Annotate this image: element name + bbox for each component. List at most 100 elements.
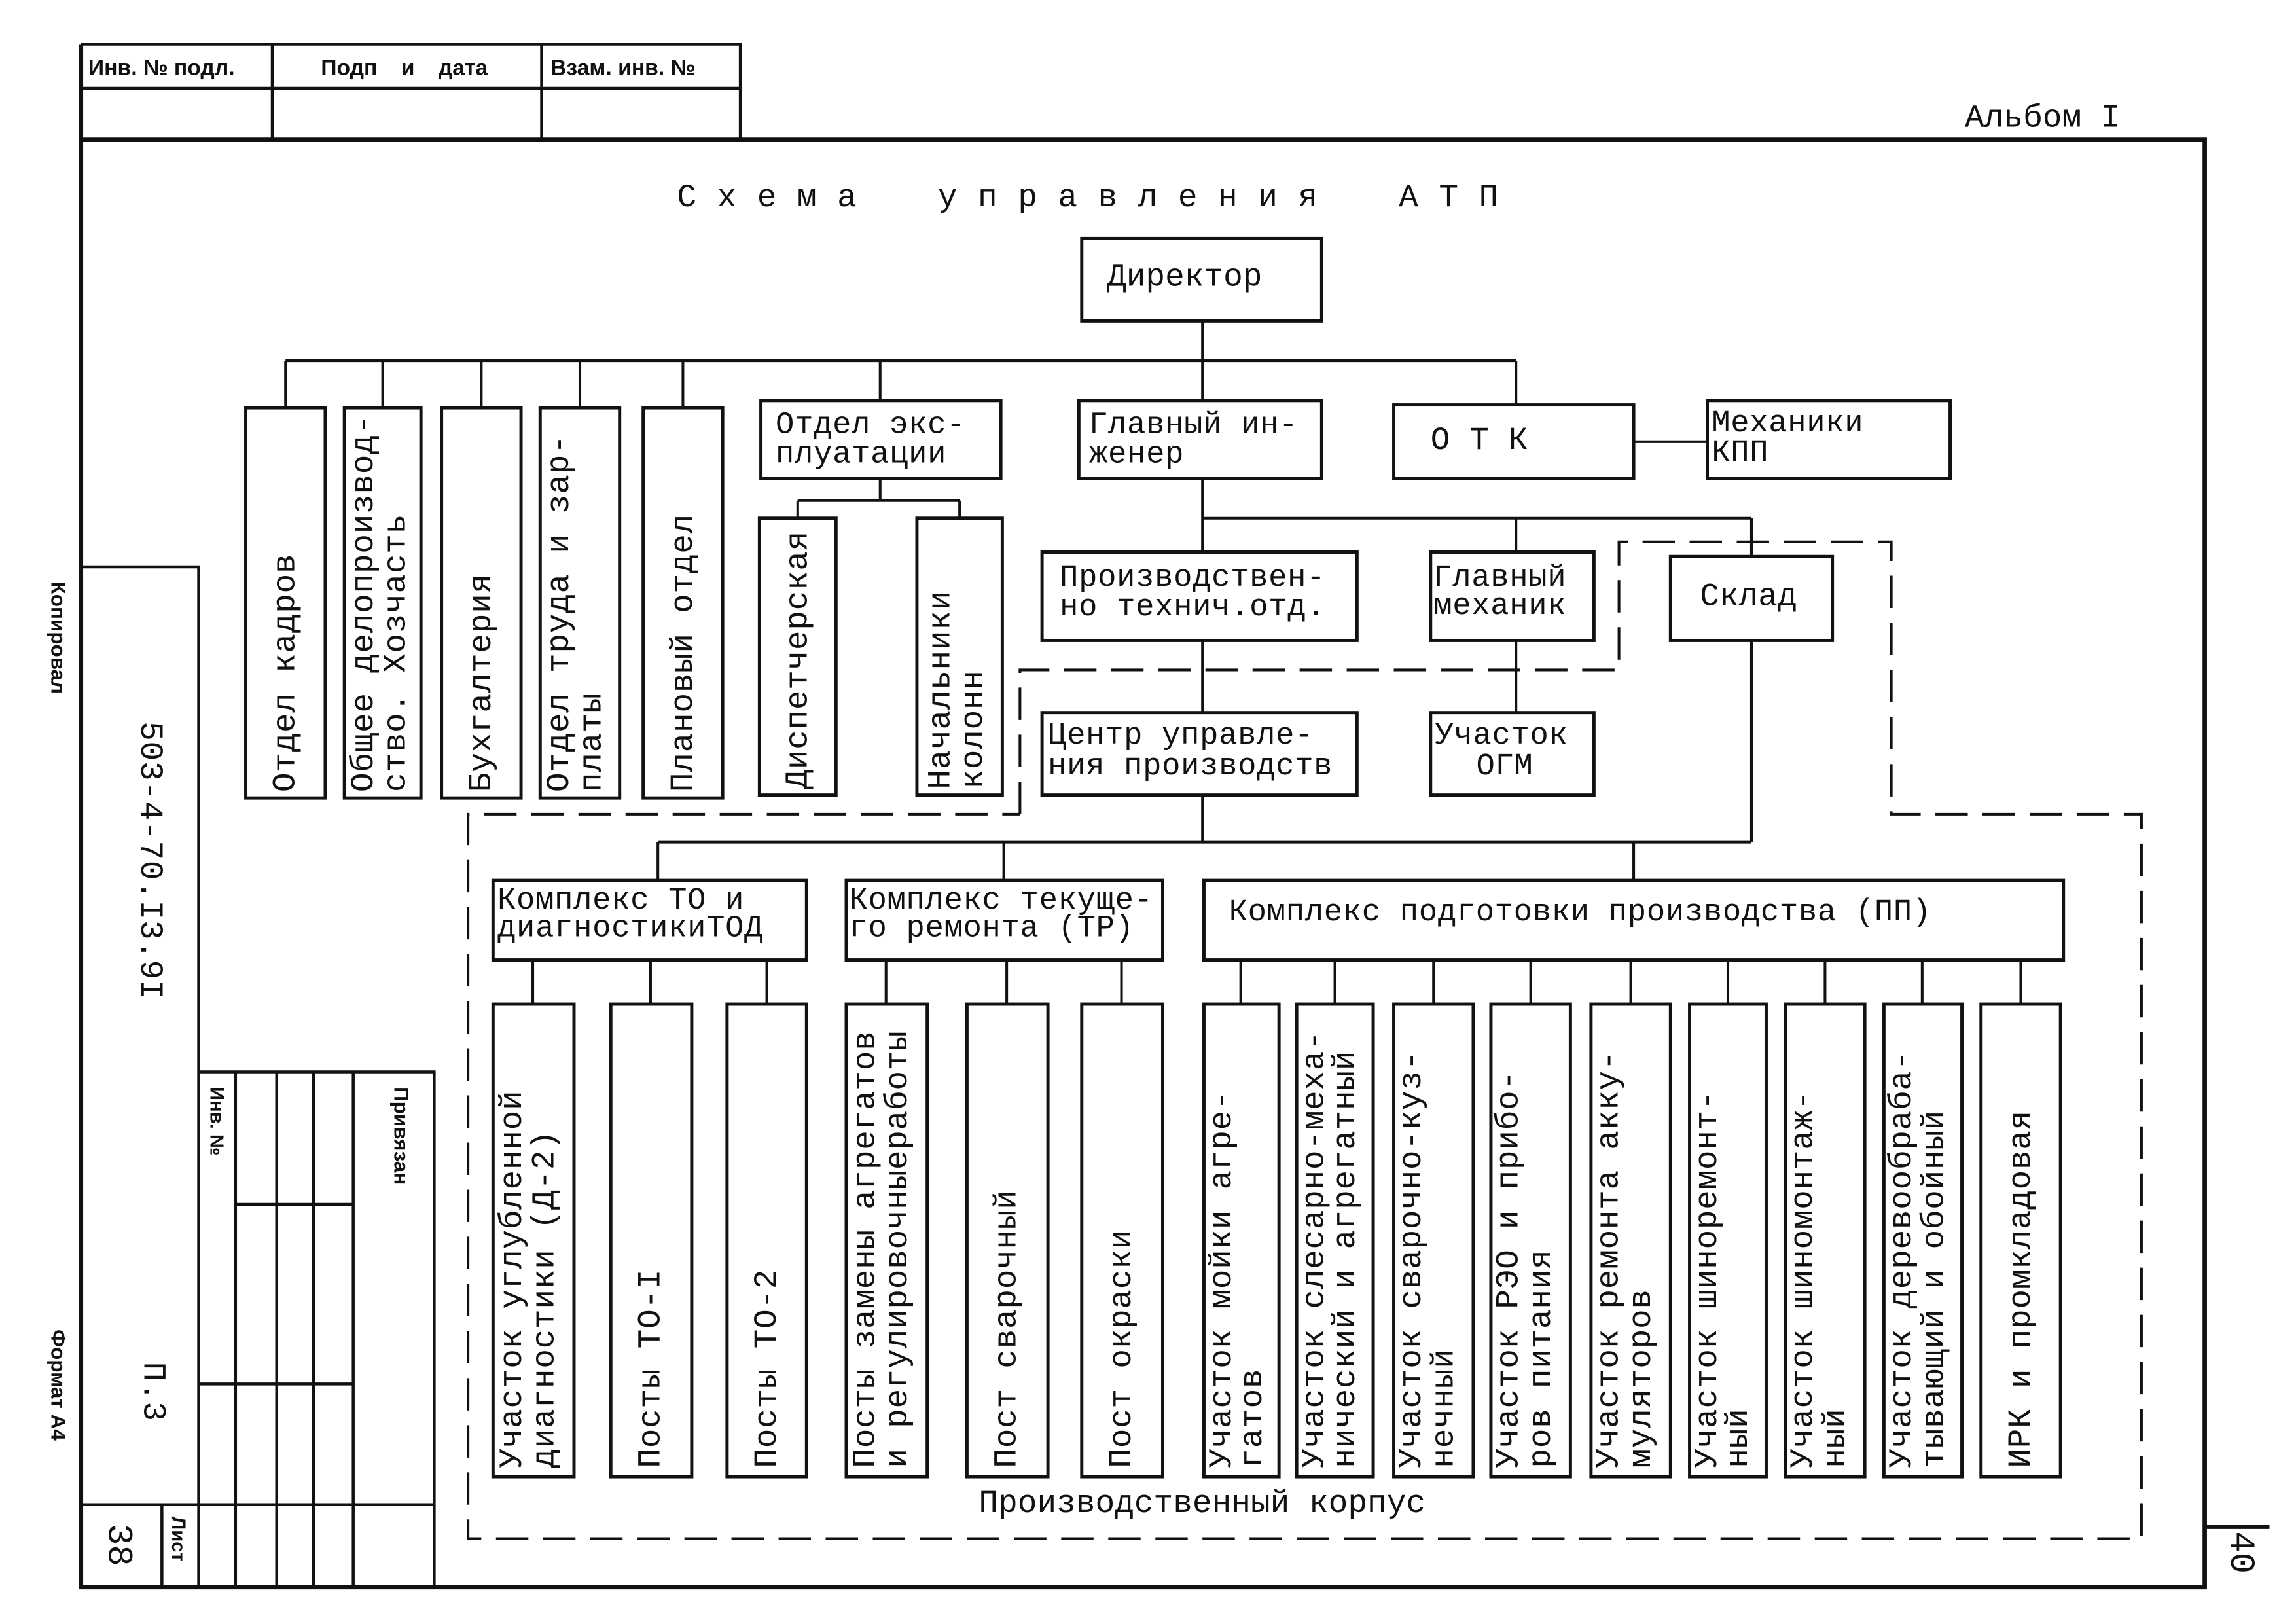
to2-posts-box xyxy=(725,1002,808,1479)
kpp-mechanics-label: Механики КПП xyxy=(1712,406,1882,471)
chief-engineer-label: Главный ин- женер xyxy=(1089,408,1317,472)
director-box xyxy=(1080,236,1323,323)
kpp-mechanics-box xyxy=(1706,399,1952,480)
labor-wages-box xyxy=(538,406,622,800)
battery-repair-box xyxy=(1589,1002,1672,1479)
office-admin-box xyxy=(342,406,423,800)
unit-washing-box xyxy=(1202,1002,1281,1479)
warehouse-label: Склад xyxy=(1700,578,1797,615)
title-block-grid xyxy=(81,565,436,1587)
chief-mechanic-label: Главный механик xyxy=(1433,561,1585,624)
hr-department-label: Отдел кадров xyxy=(268,554,304,792)
fitting-mechanical-box xyxy=(1295,1002,1375,1479)
tod-complex-box xyxy=(491,878,808,962)
sheet-number: 38 xyxy=(98,1524,137,1566)
to2-posts-label: Посты ТО-2 xyxy=(749,1269,785,1468)
welding-forging-box xyxy=(1392,1002,1475,1479)
unit-replacement-label: Посты замены агрегатов и регулировочныер… xyxy=(848,1011,916,1468)
label-line: муляторов xyxy=(1623,1289,1660,1468)
label-line: Отдел экс- xyxy=(776,408,965,442)
label-line: Участок ремонта акку- xyxy=(1590,1051,1627,1468)
album-label: Альбом I xyxy=(1965,99,2120,136)
electrical-fuel-box xyxy=(1489,1002,1572,1479)
tr-complex-label: Комплекс текуще- го ремонта (ТР) xyxy=(850,884,1172,947)
pp-complex-box xyxy=(1202,878,2066,962)
label-line: женер xyxy=(1089,437,1184,472)
stamp-replacement-inv-label: Взам. инв. № xyxy=(550,56,695,81)
label-line: диагностики (Д-2) xyxy=(527,1130,564,1468)
label-line: КПП xyxy=(1712,436,1768,471)
label-line: Участок мойки агре- xyxy=(1204,1091,1240,1468)
label-line: гатов xyxy=(1234,1369,1271,1468)
label-line: Участок деревообраба- xyxy=(1884,1051,1920,1468)
ogm-section-label: Участок ОГМ xyxy=(1435,719,1587,784)
label-line: Участок слесарно-меха- xyxy=(1297,1031,1333,1468)
woodwork-upholstery-box xyxy=(1882,1002,1964,1479)
tire-fitting-box xyxy=(1784,1002,1867,1479)
office-admin-label: Общее делопроизвод- ство. Хозчасть xyxy=(346,395,414,792)
label-line: Комплекс текуще- xyxy=(850,884,1153,918)
warehouse-box xyxy=(1668,554,1835,642)
production-building-label: Производственный корпус xyxy=(978,1485,1426,1522)
label-line: Участок углубленной xyxy=(494,1091,531,1468)
label-line: Производствен- xyxy=(1060,561,1325,596)
label-line: платы xyxy=(573,693,610,792)
label-line: Отдел труда и зар- xyxy=(541,435,578,793)
label-line: Пост сварочный xyxy=(989,1189,1026,1468)
sheet-frame xyxy=(79,44,2270,1590)
section-number: П.3 xyxy=(134,1362,171,1422)
painting-post-box xyxy=(1080,1002,1164,1479)
accounting-box xyxy=(440,406,523,800)
label-line: Центр управле- xyxy=(1048,719,1314,753)
label-line: Посты ТО-2 xyxy=(749,1269,785,1468)
welding-forging-label: Участок сварочно-куз- нечный xyxy=(1393,1031,1462,1468)
unit-replacement-box xyxy=(844,1002,929,1479)
label-line: Участок шиноремонт- xyxy=(1689,1091,1726,1468)
production-control-box xyxy=(1040,711,1359,797)
ogm-section-box xyxy=(1429,711,1596,797)
copied-by-label: Копировал xyxy=(47,581,70,694)
label-line: Посты замены агрегатов xyxy=(848,1031,884,1468)
label-line: ров питания xyxy=(1523,1250,1560,1468)
label-line: Главный ин- xyxy=(1089,408,1298,442)
label-line: Общее делопроизвод- xyxy=(346,414,382,792)
tire-repair-label: Участок шиноремонт- ный xyxy=(1689,1070,1757,1468)
stamp-inv-original-label: Инв. № подл. xyxy=(88,56,235,81)
label-line: Плановый отдел xyxy=(665,514,702,792)
label-line: Механики xyxy=(1712,406,1863,441)
label-line: Диспетчерская xyxy=(780,531,816,789)
hr-department-box xyxy=(244,406,327,800)
tire-fitting-label: Участок шиномонтаж- ный xyxy=(1785,1070,1854,1468)
linked-label: Привязан xyxy=(390,1087,413,1185)
label-line: и регулировочныеработы xyxy=(880,1031,916,1468)
operations-box xyxy=(759,399,1003,480)
planning-label: Плановый отдел xyxy=(665,514,702,792)
production-tech-box xyxy=(1040,550,1359,642)
label-line: но технич.отд. xyxy=(1060,590,1325,625)
stamp-table xyxy=(81,43,742,140)
label-line: нический и агрегатный xyxy=(1327,1051,1364,1468)
planning-box xyxy=(641,406,725,800)
label-line: ство. Хозчасть xyxy=(378,514,414,792)
label-line: плуатации xyxy=(776,437,946,472)
director-label: Директор xyxy=(1107,259,1262,295)
label-line: ния производств xyxy=(1048,749,1333,784)
dispatch-label: Диспетчерская xyxy=(780,531,816,789)
label-line: Главный xyxy=(1433,561,1566,596)
format-label: Формат А4 xyxy=(47,1329,70,1441)
label-line: Участок сварочно-куз- xyxy=(1393,1051,1430,1468)
pp-complex-label: Комплекс подготовки производства (ПП) xyxy=(1229,895,1931,930)
chief-engineer-box xyxy=(1077,399,1323,480)
labor-wages-label: Отдел труда и зар- платы xyxy=(541,414,610,792)
column-heads-label: Начальники колонн xyxy=(922,571,991,789)
tool-storeroom-label: ИРК и промкладовая xyxy=(2003,1110,2039,1468)
label-line: Бухгалтерия xyxy=(463,573,500,792)
label-line: диагностикиТОД xyxy=(497,912,763,947)
document-code: 503-4-70.I3.9I xyxy=(132,721,168,1000)
diagram-title: Схема управления АТП xyxy=(677,179,1518,216)
dispatch-box xyxy=(757,516,838,797)
woodwork-upholstery-label: Участок деревообраба- тывающий и обойный xyxy=(1884,1031,1952,1468)
electrical-fuel-label: Участок РЭО и прибо- ров питания xyxy=(1490,1051,1559,1468)
label-line: Пост окраски xyxy=(1103,1229,1140,1468)
